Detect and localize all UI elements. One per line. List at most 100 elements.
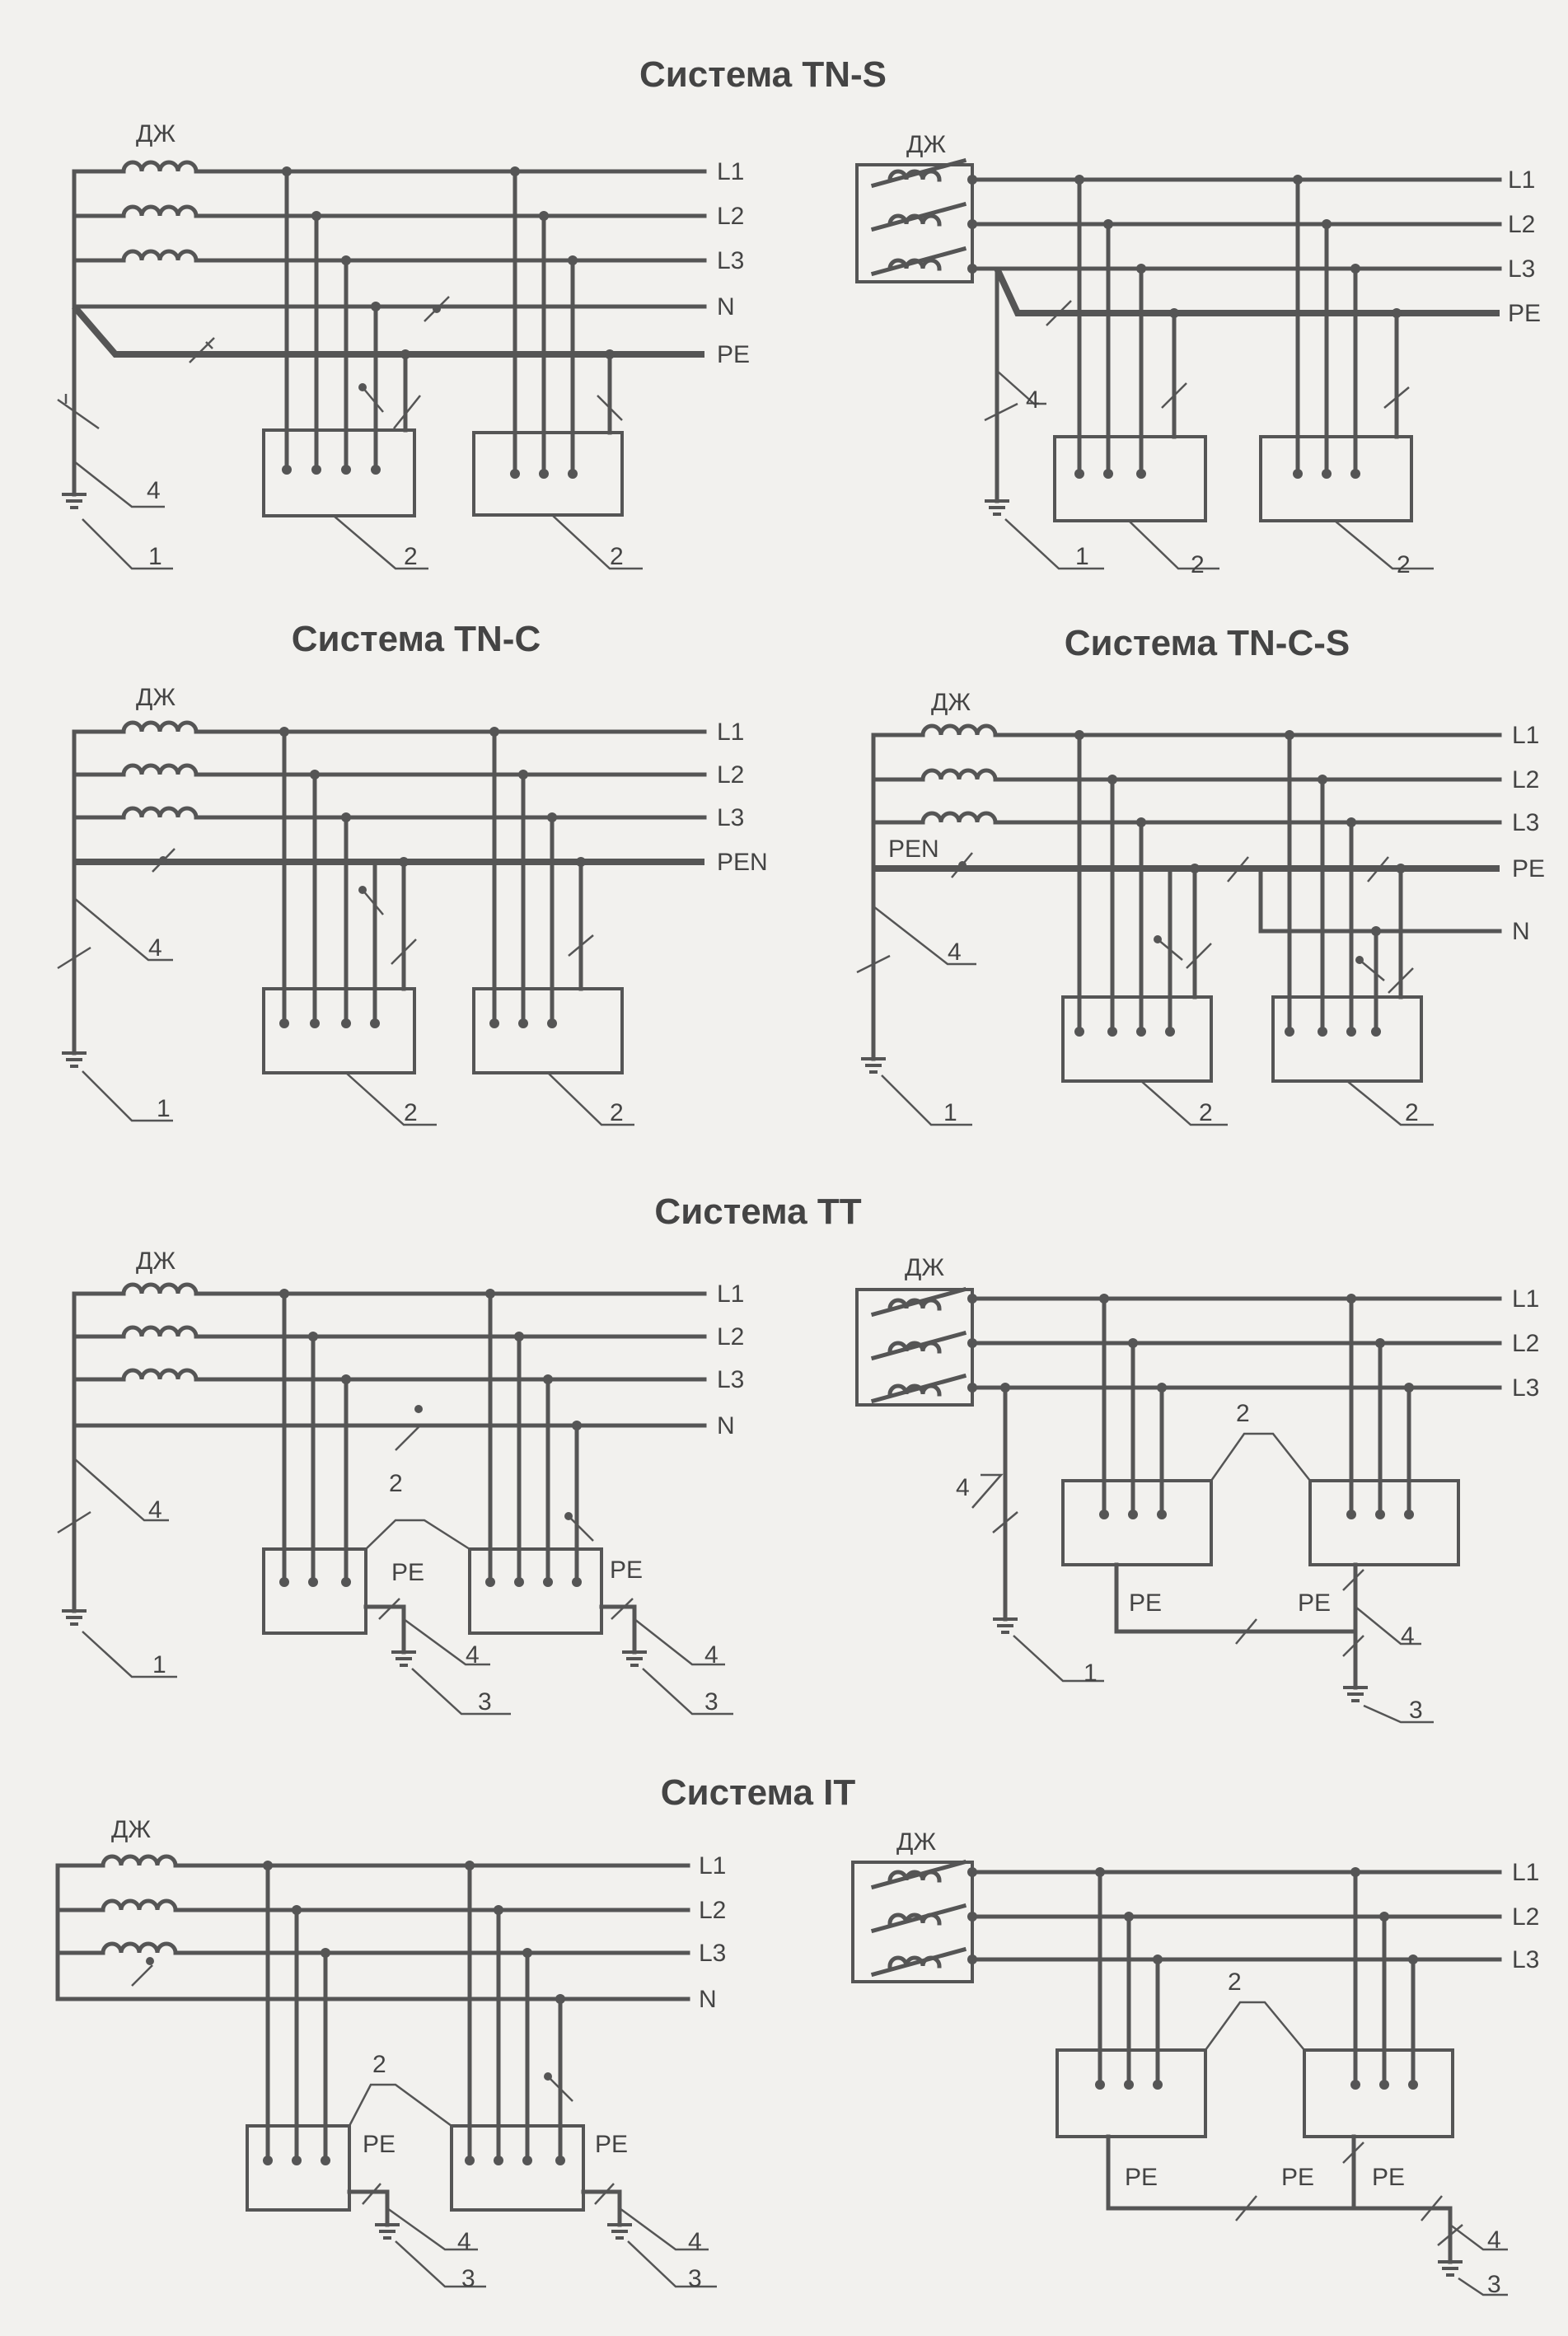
label-l1: L1: [1512, 1859, 1539, 1886]
callout-number: 4: [688, 2228, 702, 2255]
callout-number: 4: [1401, 1622, 1415, 1650]
label-l2: L2: [1512, 1330, 1539, 1357]
label-n: N: [717, 1412, 735, 1440]
title-tn-c-s: Система TN-C-S: [1065, 623, 1350, 663]
callout-number: 2: [1228, 1969, 1242, 1996]
label-l2: L2: [699, 1897, 726, 1924]
label-l3: L3: [1508, 255, 1535, 283]
callout-number: 1: [1075, 543, 1089, 570]
label-l2: L2: [1508, 211, 1535, 238]
label-pe: PE: [1281, 2164, 1314, 2191]
load-box: [450, 2124, 585, 2212]
callout-number: 4: [457, 2228, 471, 2255]
callout-number: 2: [610, 1099, 624, 1126]
load-box: [1259, 435, 1413, 522]
label-pe: PE: [363, 2131, 396, 2158]
title-tn-c: Система TN-C: [292, 619, 541, 659]
callout-number: 1: [148, 543, 162, 570]
label-pe: PE: [1298, 1589, 1331, 1617]
load-box: [1055, 2048, 1207, 2138]
load-box: [472, 431, 624, 517]
callout-number: 2: [404, 1099, 418, 1126]
callout-number: 1: [152, 1651, 166, 1678]
label-l1: L1: [717, 1280, 744, 1308]
callout-number: 2: [1191, 551, 1205, 578]
callout-number: 2: [372, 2051, 386, 2078]
label-l3: L3: [717, 1366, 744, 1393]
load-box: [1053, 435, 1207, 522]
callout-number: 2: [1397, 551, 1411, 578]
label-l2: L2: [717, 203, 744, 230]
transformer-box: [851, 1861, 974, 1983]
label-pe: PE: [1372, 2164, 1405, 2191]
callout-number: 2: [1199, 1099, 1213, 1126]
callout-number: 4: [704, 1641, 718, 1669]
choke-label: ДЖ: [906, 131, 946, 158]
choke-label: ДЖ: [136, 684, 176, 711]
label-pe: PE: [595, 2131, 628, 2158]
load-box: [1061, 1479, 1213, 1566]
callout-number: 3: [688, 2265, 702, 2292]
callout-number: 2: [404, 543, 418, 570]
panel-it-right: ДЖ L1 L2 L3 2 PE PE PE 4 3: [851, 1828, 1539, 2298]
load-box: [1308, 1479, 1460, 1566]
choke-coils: [72, 160, 707, 263]
load-box: [1061, 995, 1213, 1083]
panel-tn-c: ДЖ L1 L2 L3 PEN 4 1 2 2: [57, 684, 768, 1126]
callout-number: 1: [1084, 1660, 1098, 1687]
callout-number: 1: [157, 1095, 171, 1122]
label-l3: L3: [717, 247, 744, 274]
label-n: N: [699, 1986, 717, 2013]
label-pe: PE: [717, 341, 750, 368]
callout-number: 3: [1487, 2271, 1501, 2298]
callout-number: 4: [147, 477, 161, 504]
callout-number: 2: [610, 543, 624, 570]
label-l2: L2: [1512, 1903, 1539, 1931]
label-pe: PE: [391, 1559, 424, 1586]
callout-number: 4: [148, 934, 162, 962]
label-l3: L3: [1512, 1374, 1539, 1402]
label-l1: L1: [1512, 722, 1539, 749]
panel-tn-s-right: ДЖ L1 L2 L3 PE 4 1 2 2: [855, 131, 1541, 578]
label-pe: PE: [1508, 300, 1541, 327]
load-box: [1303, 2048, 1454, 2138]
choke-label: ДЖ: [136, 120, 176, 147]
choke-label: ДЖ: [896, 1828, 936, 1856]
label-n: N: [1512, 918, 1530, 945]
load-box: [1271, 995, 1423, 1083]
label-l2: L2: [717, 1323, 744, 1351]
callout-number: 4: [956, 1474, 970, 1501]
label-l1: L1: [717, 158, 744, 185]
label-l2: L2: [717, 761, 744, 789]
label-l1: L1: [1512, 1285, 1539, 1313]
label-l3: L3: [1512, 1946, 1539, 1973]
panel-tt-left: ДЖ L1 L2 L3 N 2 PE 4 3 PE: [57, 1248, 744, 1716]
label-n: N: [717, 293, 735, 321]
label-pen: PEN: [888, 836, 939, 863]
callout-number: 4: [1487, 2226, 1501, 2254]
callout-number: 4: [1026, 386, 1040, 414]
title-tt: Система TT: [654, 1191, 861, 1232]
callout-number: 4: [148, 1496, 162, 1524]
callout-number: 3: [478, 1688, 492, 1716]
label-pe: PE: [1125, 2164, 1158, 2191]
label-pen: PEN: [717, 849, 768, 876]
callout-number: 3: [461, 2265, 475, 2292]
callout-number: 2: [389, 1470, 403, 1497]
load-box: [468, 1547, 603, 1635]
callout-number: 4: [466, 1641, 480, 1669]
label-l3: L3: [1512, 809, 1539, 836]
label-pe: PE: [1129, 1589, 1162, 1617]
choke-label: ДЖ: [111, 1816, 151, 1843]
title-it: Система IT: [661, 1772, 856, 1813]
callout-number: 2: [1236, 1400, 1250, 1427]
callout-number: 1: [943, 1099, 957, 1126]
panel-tn-s-left: ДЖ L1 L2 L3 N PE 4 1 2 2: [57, 120, 750, 570]
label-l3: L3: [699, 1940, 726, 1967]
panel-it-left: ДЖ L1 L2 L3 N 2 PE 4 3 PE: [55, 1816, 726, 2292]
panel-tt-right: ДЖ L1 L2 L3 2 PE PE 4 3: [855, 1254, 1539, 1724]
choke-label: ДЖ: [905, 1254, 944, 1281]
label-l1: L1: [717, 719, 744, 746]
panel-tn-c-s: ДЖ PEN L1 L2 L3 PE N 4: [856, 689, 1545, 1126]
